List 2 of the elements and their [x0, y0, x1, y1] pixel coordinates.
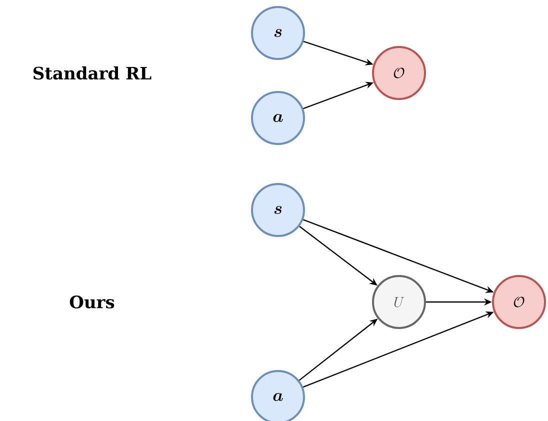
- row-label: Standard RL: [34, 66, 152, 80]
- row-label: Ours: [70, 296, 114, 308]
